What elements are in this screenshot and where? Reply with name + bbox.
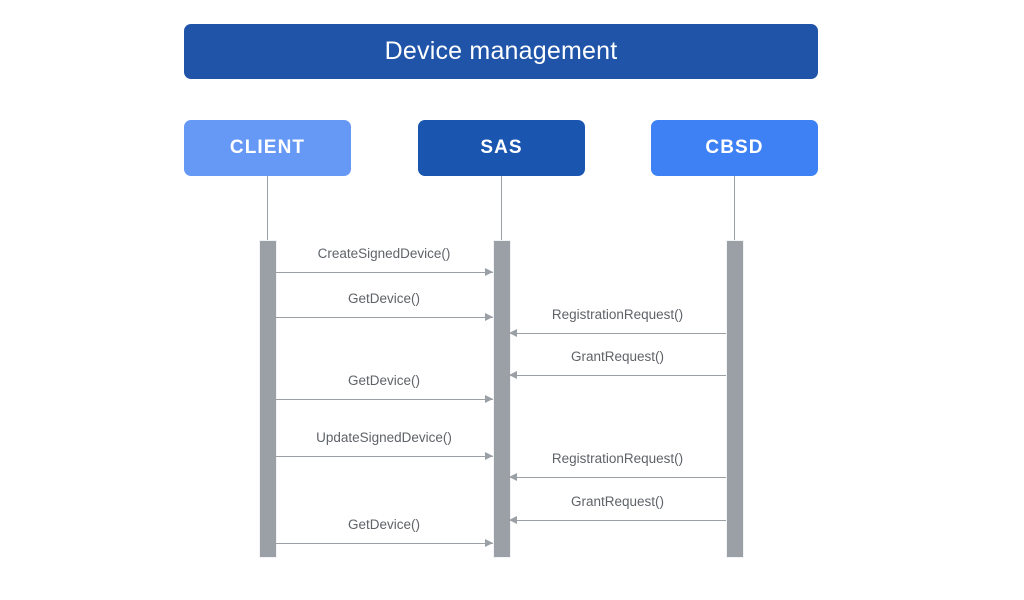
message-line bbox=[509, 477, 726, 478]
message-label: UpdateSignedDevice() bbox=[316, 430, 452, 445]
page-title: Device management bbox=[384, 37, 618, 65]
participant-label-cbsd: CBSD bbox=[705, 137, 764, 158]
message-label: GrantRequest() bbox=[570, 494, 665, 509]
participant-label-client: CLIENT bbox=[229, 137, 306, 158]
message-label: GetDevice() bbox=[347, 517, 420, 532]
arrow-left-icon bbox=[509, 329, 517, 337]
message-line bbox=[275, 456, 493, 457]
arrow-left-icon bbox=[509, 516, 517, 524]
participant-header-client[interactable]: CLIENT bbox=[184, 120, 351, 176]
message-label: CreateSignedDevice() bbox=[317, 246, 451, 261]
message-line bbox=[275, 543, 493, 544]
activation-bar-sas bbox=[493, 240, 511, 558]
arrow-right-icon bbox=[485, 268, 493, 276]
participant-label-sas: SAS bbox=[480, 137, 523, 158]
arrow-left-icon bbox=[509, 473, 517, 481]
arrow-right-icon bbox=[485, 452, 493, 460]
participant-header-cbsd[interactable]: CBSD bbox=[651, 120, 818, 176]
message-line bbox=[509, 520, 726, 521]
message-label: GrantRequest() bbox=[570, 349, 665, 364]
diagram-title-bar: Device management bbox=[184, 24, 818, 79]
message-label: RegistrationRequest() bbox=[551, 451, 684, 466]
message-line bbox=[509, 375, 726, 376]
arrow-left-icon bbox=[509, 371, 517, 379]
arrow-right-icon bbox=[485, 313, 493, 321]
message-line bbox=[509, 333, 726, 334]
message-label: RegistrationRequest() bbox=[551, 307, 684, 322]
activation-bar-cbsd bbox=[726, 240, 744, 558]
arrow-right-icon bbox=[485, 395, 493, 403]
message-label: GetDevice() bbox=[347, 291, 420, 306]
arrow-right-icon bbox=[485, 539, 493, 547]
message-line bbox=[275, 272, 493, 273]
message-line bbox=[275, 399, 493, 400]
participant-header-sas[interactable]: SAS bbox=[418, 120, 585, 176]
message-line bbox=[275, 317, 493, 318]
message-label: GetDevice() bbox=[347, 373, 420, 388]
